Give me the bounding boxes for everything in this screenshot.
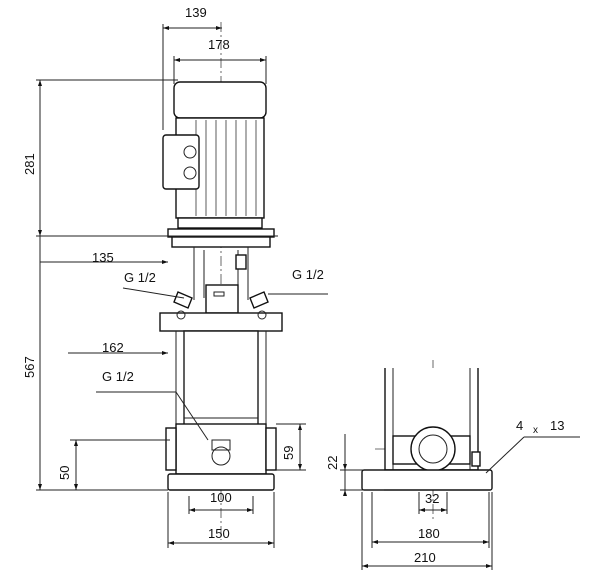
dim-motor-width: 178: [208, 37, 230, 52]
arrowheads: [38, 26, 492, 568]
pump-base: [165, 423, 277, 491]
dim-base-width: 150: [208, 526, 230, 541]
vent-plug-left: [173, 291, 193, 309]
cable-gland-icon: [183, 145, 197, 159]
dim-hole-size: 13: [550, 418, 564, 433]
dim-side-height: 22: [325, 456, 340, 470]
dim-pump-height: 567: [22, 356, 37, 378]
stool-ring: [171, 236, 271, 248]
base-plate: [167, 473, 275, 491]
cable-gland-icon: [183, 166, 197, 180]
coupling-bolt: [235, 254, 247, 270]
dim-inlet-height: 50: [57, 466, 72, 480]
outlet-flange-right: [265, 427, 277, 471]
motor-stool: [167, 228, 275, 314]
dim-mid-reach: 162: [102, 340, 124, 355]
drain-plug-icon: [211, 446, 231, 466]
inlet-flange-left: [165, 427, 177, 471]
dim-port-diameter: 32: [425, 491, 439, 506]
tie-bolt-icon: [176, 310, 186, 320]
side-base-plate: [361, 469, 493, 491]
port-outer-icon: [410, 426, 456, 472]
pump-top-plate: [159, 312, 283, 332]
dim-hole-count: 4: [516, 418, 523, 433]
dim-hole-times: x: [533, 425, 538, 436]
vent-plug-right: [249, 291, 269, 309]
port-inner-icon: [418, 434, 448, 464]
dim-motor-offset: 139: [185, 5, 207, 20]
tie-bolt-icon: [257, 310, 267, 320]
dim-hole-spacing: 180: [418, 526, 440, 541]
dim-port-height: 59: [281, 446, 296, 460]
side-plug: [471, 451, 481, 467]
motor: [162, 81, 267, 229]
motor-flange: [177, 217, 263, 229]
label-plug-right: G 1/2: [292, 267, 324, 282]
dim-base-inner: 100: [210, 490, 232, 505]
motor-cap: [173, 81, 267, 119]
label-plug-lower: G 1/2: [102, 369, 134, 384]
front-view: [159, 22, 283, 540]
dim-base-length: 210: [414, 550, 436, 565]
dimension-text: 139 178 281 135 567 162 59 50 100 150 22…: [22, 5, 564, 565]
plug-icon: [211, 439, 231, 451]
dimension-lines: [36, 24, 580, 570]
base-chamber: [175, 423, 267, 475]
label-plug-left: G 1/2: [124, 270, 156, 285]
plug-icon: [213, 291, 225, 297]
pump-head: [205, 284, 239, 314]
terminal-box: [162, 134, 200, 190]
dim-upper-reach: 135: [92, 250, 114, 265]
side-view: [361, 360, 493, 520]
dim-motor-height: 281: [22, 153, 37, 175]
